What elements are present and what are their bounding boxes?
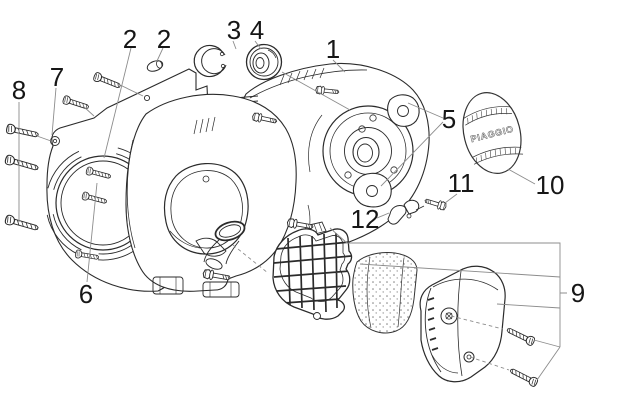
screw-9b [508,365,540,388]
callout-2a: 2 [123,24,137,54]
air-filter-foam [352,252,418,334]
screw-8c [3,213,40,234]
bearing [245,43,283,81]
leader-5 [380,102,444,187]
circlip [193,44,227,78]
callout-5: 5 [442,104,456,134]
callout-9: 9 [571,278,585,308]
clamp-bolt [423,195,448,212]
cable-clamp [387,199,425,225]
leader-2a [103,47,132,159]
intake-spout [203,220,246,270]
mount-boss-lower [352,172,392,208]
screw-9a [505,325,537,347]
callout-6: 6 [79,279,93,309]
screw-8b [3,153,40,174]
callout-10: 10 [536,170,565,200]
callout-8: 8 [12,75,26,105]
mount-boss-upper [387,94,420,127]
callout-3: 3 [227,15,241,45]
leader-3 [232,40,237,50]
leader-2b [156,47,164,62]
screw-7a [92,71,123,91]
callout-11: 11 [448,168,475,198]
leader-8 [18,102,52,222]
callout-labels: 1 2 2 3 4 5 6 7 8 9 10 11 12 [12,15,585,309]
dowel-pin [146,60,164,72]
air-duct-cover [272,221,353,320]
callout-4: 4 [250,15,264,45]
callout-2b: 2 [157,24,171,54]
crankcase-body [125,93,297,298]
leader-lines [18,40,567,381]
leader-4 [254,40,351,111]
assembly-dashes [232,244,510,371]
callout-7: 7 [50,62,64,92]
piaggio-badge: PIAGGIO [462,92,524,174]
leader-1 [332,59,346,73]
leader-10 [507,168,536,185]
bracket-9 [329,227,567,381]
screw-8a [5,123,40,141]
leader-7 [51,83,144,136]
leader-11 [444,193,458,204]
leader-6 [86,182,98,283]
screw-7b [61,94,91,112]
callout-12: 12 [351,204,380,234]
callout-1: 1 [326,34,340,64]
air-filter-housing [419,265,506,383]
leader-12 [376,212,390,219]
